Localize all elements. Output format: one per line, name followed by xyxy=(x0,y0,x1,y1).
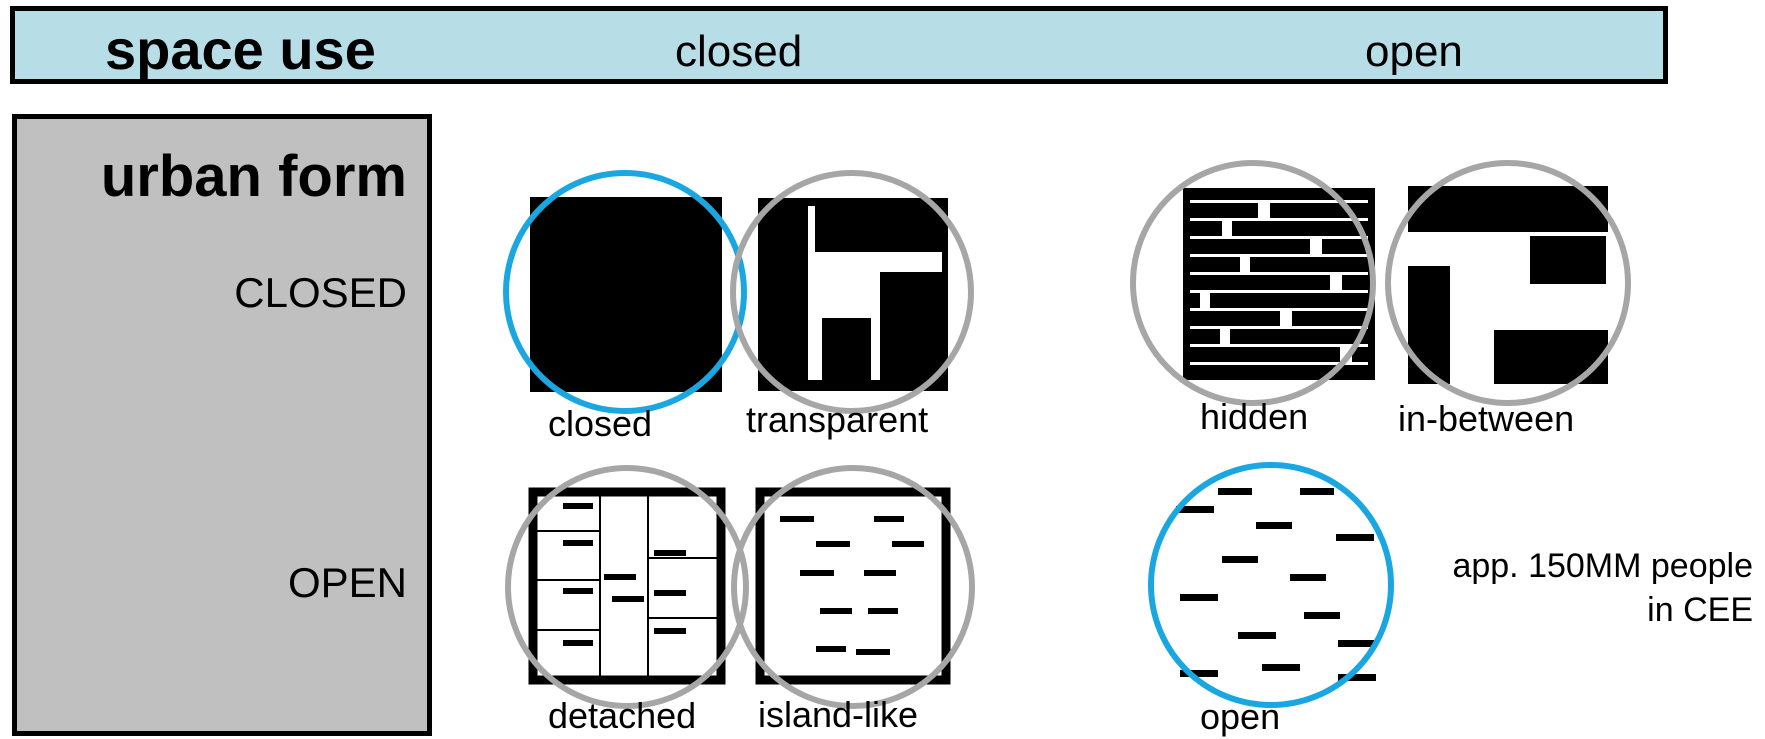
pattern-open-island-like xyxy=(731,465,975,709)
row-open-label: OPEN xyxy=(287,559,407,606)
population-note: app. 150MM people in CEE xyxy=(1452,544,1753,632)
label-hidden: hidden xyxy=(1200,396,1309,437)
pattern-closed-transparent xyxy=(730,170,974,414)
highlight-ring xyxy=(1148,462,1394,708)
urban-form-panel: urban form CLOSED OPEN xyxy=(12,114,432,736)
pattern-open-open xyxy=(1148,462,1394,708)
column-closed-label: closed xyxy=(675,27,803,76)
highlight-ring xyxy=(503,170,747,414)
label-detached: detached xyxy=(548,695,697,736)
label-island-like: island-like xyxy=(758,694,919,735)
pattern-open-detached xyxy=(505,465,749,709)
pattern-ring xyxy=(730,170,974,414)
label-transparent: transparent xyxy=(746,399,929,440)
pattern-ring xyxy=(1385,160,1631,406)
population-note-line2: in CEE xyxy=(1647,591,1753,629)
row-closed-label: CLOSED xyxy=(234,269,407,316)
pattern-ring xyxy=(731,465,975,709)
label-in-between: in-between xyxy=(1398,398,1575,439)
label-closed: closed xyxy=(548,403,653,444)
space-use-header: space use closed open xyxy=(10,6,1668,84)
label-open: open xyxy=(1200,696,1281,737)
urban-form-title: urban form xyxy=(100,144,407,209)
pattern-closed-hidden xyxy=(1130,160,1376,406)
column-open-label: open xyxy=(1365,27,1463,76)
pattern-ring xyxy=(505,465,749,709)
population-note-line1: app. 150MM people xyxy=(1452,547,1753,585)
pattern-closed-closed xyxy=(503,170,747,414)
space-use-title: space use xyxy=(105,18,376,81)
pattern-closed-in-between xyxy=(1385,160,1631,406)
pattern-ring xyxy=(1130,160,1376,406)
